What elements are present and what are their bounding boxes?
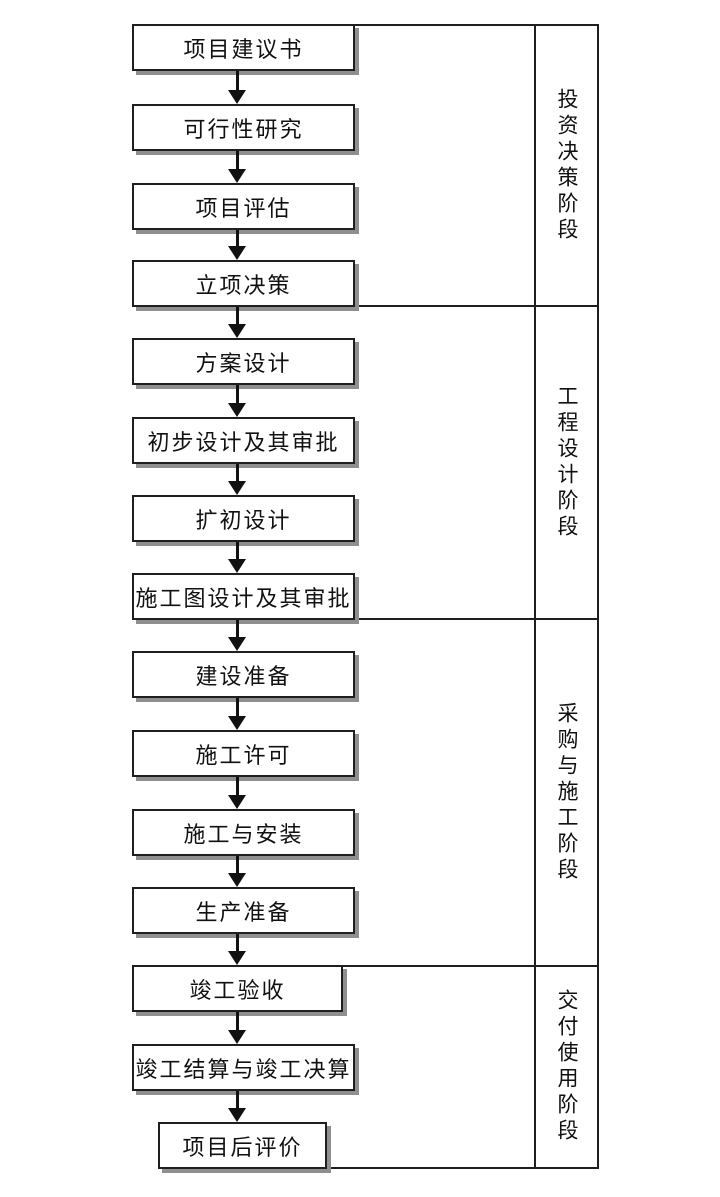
arrow-down-icon (228, 951, 246, 965)
phase-label: 采购与施工阶段 (555, 701, 579, 884)
flow-step-box: 方案设计 (132, 338, 355, 385)
flow-step-box: 竣工验收 (132, 965, 343, 1012)
phase-section: 交付使用阶段 (536, 967, 597, 1167)
phase-label: 投资决策阶段 (555, 87, 579, 244)
arrow-down-icon (228, 403, 246, 417)
arrow-down-icon (228, 90, 246, 104)
flow-step-box: 生产准备 (132, 887, 355, 934)
flow-step-box: 施工许可 (132, 730, 355, 777)
phase-divider-line (353, 305, 599, 307)
phase-section: 投资决策阶段 (536, 26, 597, 305)
phase-divider-line (353, 24, 599, 26)
flow-arrow-stem (236, 542, 239, 561)
flow-step-box: 初步设计及其审批 (132, 417, 355, 464)
arrow-down-icon (228, 795, 246, 809)
flow-arrow-stem (236, 1091, 239, 1110)
arrow-down-icon (228, 716, 246, 730)
arrow-down-icon (228, 873, 246, 887)
flow-step-box: 可行性研究 (132, 104, 355, 151)
arrow-down-icon (228, 637, 246, 651)
flow-arrow-stem (236, 230, 239, 248)
flow-arrow-stem (236, 71, 239, 92)
phase-section: 采购与施工阶段 (536, 620, 597, 965)
flow-arrow-stem (236, 151, 239, 171)
flow-arrow-stem (236, 385, 239, 405)
flow-arrow-stem (236, 464, 239, 483)
flow-step-box: 立项决策 (132, 260, 355, 307)
flow-arrow-stem (236, 620, 239, 639)
flow-step-box: 项目评估 (132, 183, 355, 230)
flow-step-box: 竣工结算与竣工决算 (132, 1044, 355, 1091)
flow-arrow-stem (236, 777, 239, 797)
phase-label: 工程设计阶段 (555, 384, 579, 541)
arrow-down-icon (228, 246, 246, 260)
flow-arrow-stem (236, 934, 239, 953)
phase-column-border (534, 24, 536, 1169)
flow-step-box: 扩初设计 (132, 495, 355, 542)
flow-arrow-stem (236, 698, 239, 718)
flow-arrow-stem (236, 856, 239, 875)
phase-divider-line (341, 965, 599, 967)
flow-step-box: 项目建议书 (132, 24, 355, 71)
phase-section: 工程设计阶段 (536, 307, 597, 618)
phase-column-border (597, 24, 599, 1169)
flow-step-box: 项目后评价 (158, 1122, 327, 1169)
phase-divider-line (353, 618, 599, 620)
arrow-down-icon (228, 559, 246, 573)
flow-arrow-stem (236, 1012, 239, 1032)
flow-step-box: 建设准备 (132, 651, 355, 698)
flow-step-box: 施工与安装 (132, 809, 355, 856)
phase-label: 交付使用阶段 (555, 989, 579, 1145)
arrow-down-icon (228, 481, 246, 495)
phase-divider-line (325, 1167, 599, 1169)
arrow-down-icon (228, 1108, 246, 1122)
arrow-down-icon (228, 324, 246, 338)
flow-arrow-stem (236, 307, 239, 326)
arrow-down-icon (228, 1030, 246, 1044)
arrow-down-icon (228, 169, 246, 183)
flow-step-box: 施工图设计及其审批 (132, 573, 355, 620)
